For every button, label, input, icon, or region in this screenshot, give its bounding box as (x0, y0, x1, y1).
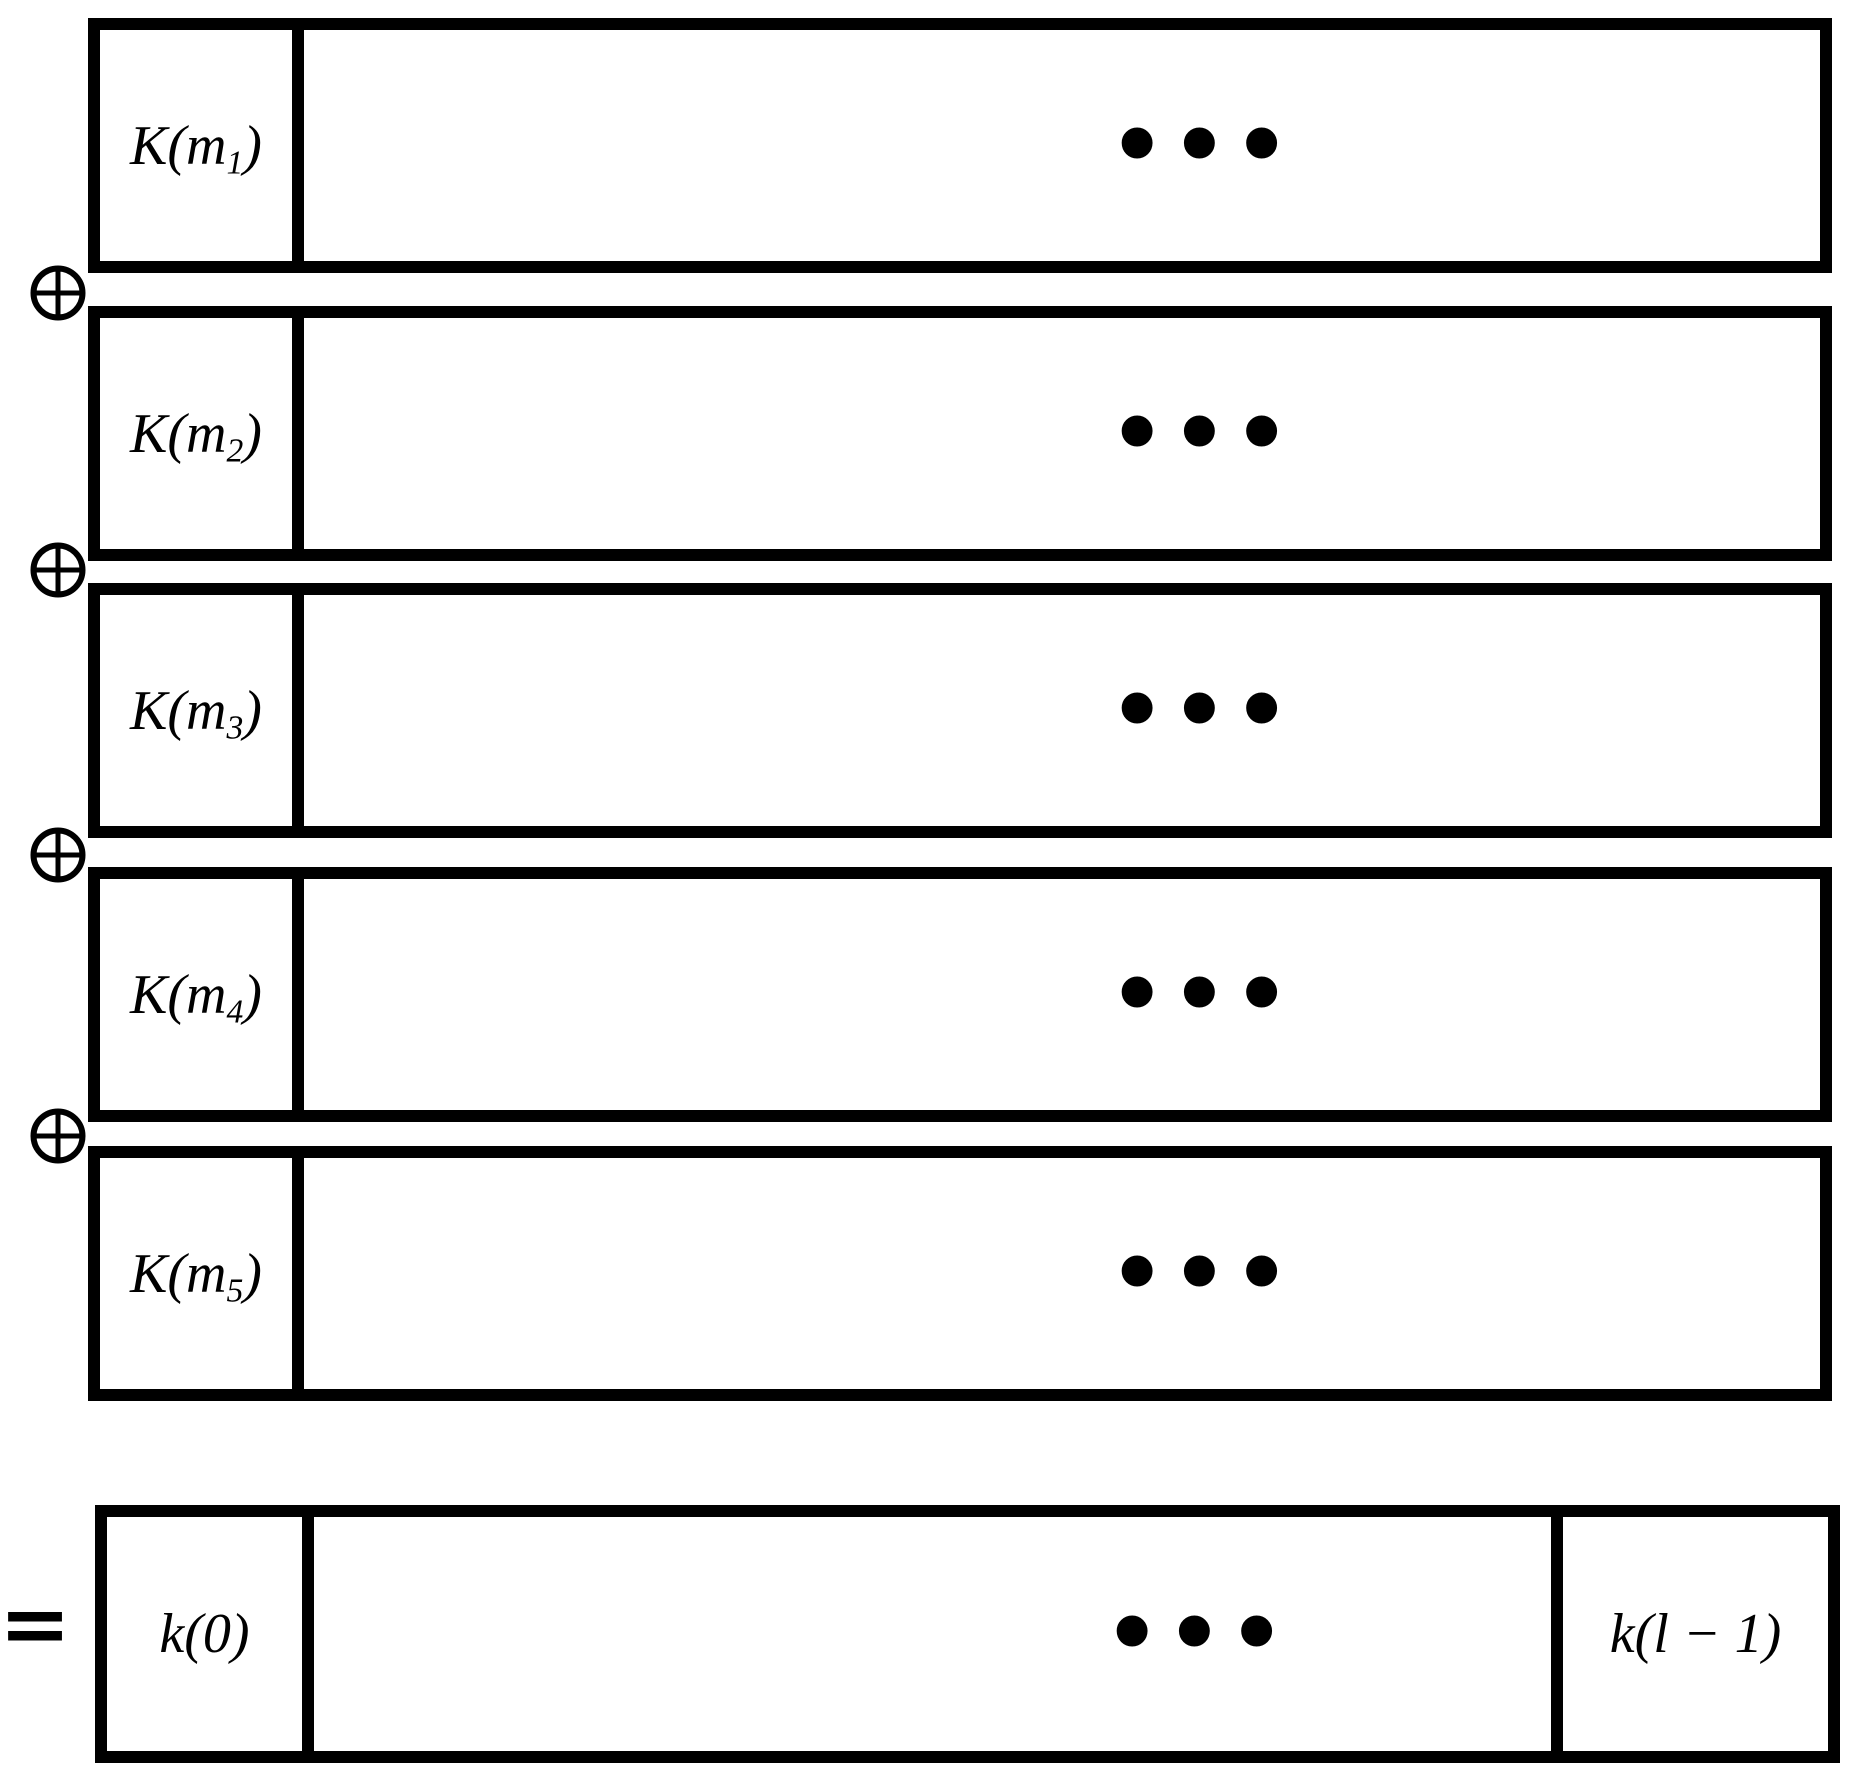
hash-row-3-label: K(m3) (130, 679, 262, 745)
label-subscript: 2 (226, 431, 244, 469)
ellipsis-dots: ••• (1109, 1221, 1296, 1325)
hash-row-1-label: K(m1) (130, 114, 262, 180)
result-last-bit-cell: k(l − 1) (1551, 1517, 1828, 1751)
hash-row-2-label: K(m2) (130, 402, 262, 468)
xor-icon (30, 542, 86, 598)
hash-row-3-body-cell: ••• (304, 595, 1820, 826)
label-suffix: ) (243, 114, 262, 177)
hash-row-2: K(m2) ••• (88, 306, 1832, 561)
label-suffix: ) (243, 679, 262, 742)
label-subscript: 3 (226, 708, 244, 746)
result-body-cell: ••• (314, 1517, 1551, 1751)
ellipsis-dots: ••• (1104, 1582, 1291, 1685)
hash-row-1-label-cell: K(m1) (100, 30, 304, 261)
label-suffix: ) (243, 1242, 262, 1305)
hash-row-5-body-cell: ••• (304, 1158, 1820, 1389)
result-first-bit-cell: k(0) (107, 1517, 314, 1751)
hash-row-4: K(m4) ••• (88, 867, 1832, 1122)
label-prefix: K(m (130, 963, 227, 1026)
label-suffix: ) (243, 963, 262, 1026)
label-prefix: K(m (130, 114, 227, 177)
label-suffix: ) (243, 402, 262, 465)
xor-icon (30, 827, 86, 883)
result-key-row: k(0) ••• k(l − 1) (95, 1505, 1840, 1763)
hash-row-2-body-cell: ••• (304, 318, 1820, 549)
hash-row-5-label: K(m5) (130, 1242, 262, 1308)
hash-row-4-body-cell: ••• (304, 879, 1820, 1110)
hash-row-1: K(m1) ••• (88, 18, 1832, 273)
hash-row-4-label: K(m4) (130, 963, 262, 1029)
hash-row-2-label-cell: K(m2) (100, 318, 304, 549)
ellipsis-dots: ••• (1109, 93, 1296, 197)
label-subscript: 4 (226, 992, 244, 1030)
ellipsis-dots: ••• (1109, 381, 1296, 485)
xor-icon (30, 1108, 86, 1164)
hash-row-1-body-cell: ••• (304, 30, 1820, 261)
ellipsis-dots: ••• (1109, 658, 1296, 762)
hash-row-3: K(m3) ••• (88, 583, 1832, 838)
label-prefix: K(m (130, 1242, 227, 1305)
hash-row-5-label-cell: K(m5) (100, 1158, 304, 1389)
label-prefix: K(m (130, 679, 227, 742)
label-subscript: 5 (226, 1271, 244, 1309)
label-prefix: K(m (130, 402, 227, 465)
label-subscript: 1 (226, 143, 244, 181)
hash-row-3-label-cell: K(m3) (100, 595, 304, 826)
ellipsis-dots: ••• (1109, 942, 1296, 1046)
result-first-bit-label: k(0) (159, 1603, 250, 1665)
hash-row-5: K(m5) ••• (88, 1146, 1832, 1401)
equals-sign: = (0, 1573, 72, 1674)
hash-row-4-label-cell: K(m4) (100, 879, 304, 1110)
result-last-bit-label: k(l − 1) (1609, 1603, 1782, 1665)
xor-icon (30, 265, 86, 321)
